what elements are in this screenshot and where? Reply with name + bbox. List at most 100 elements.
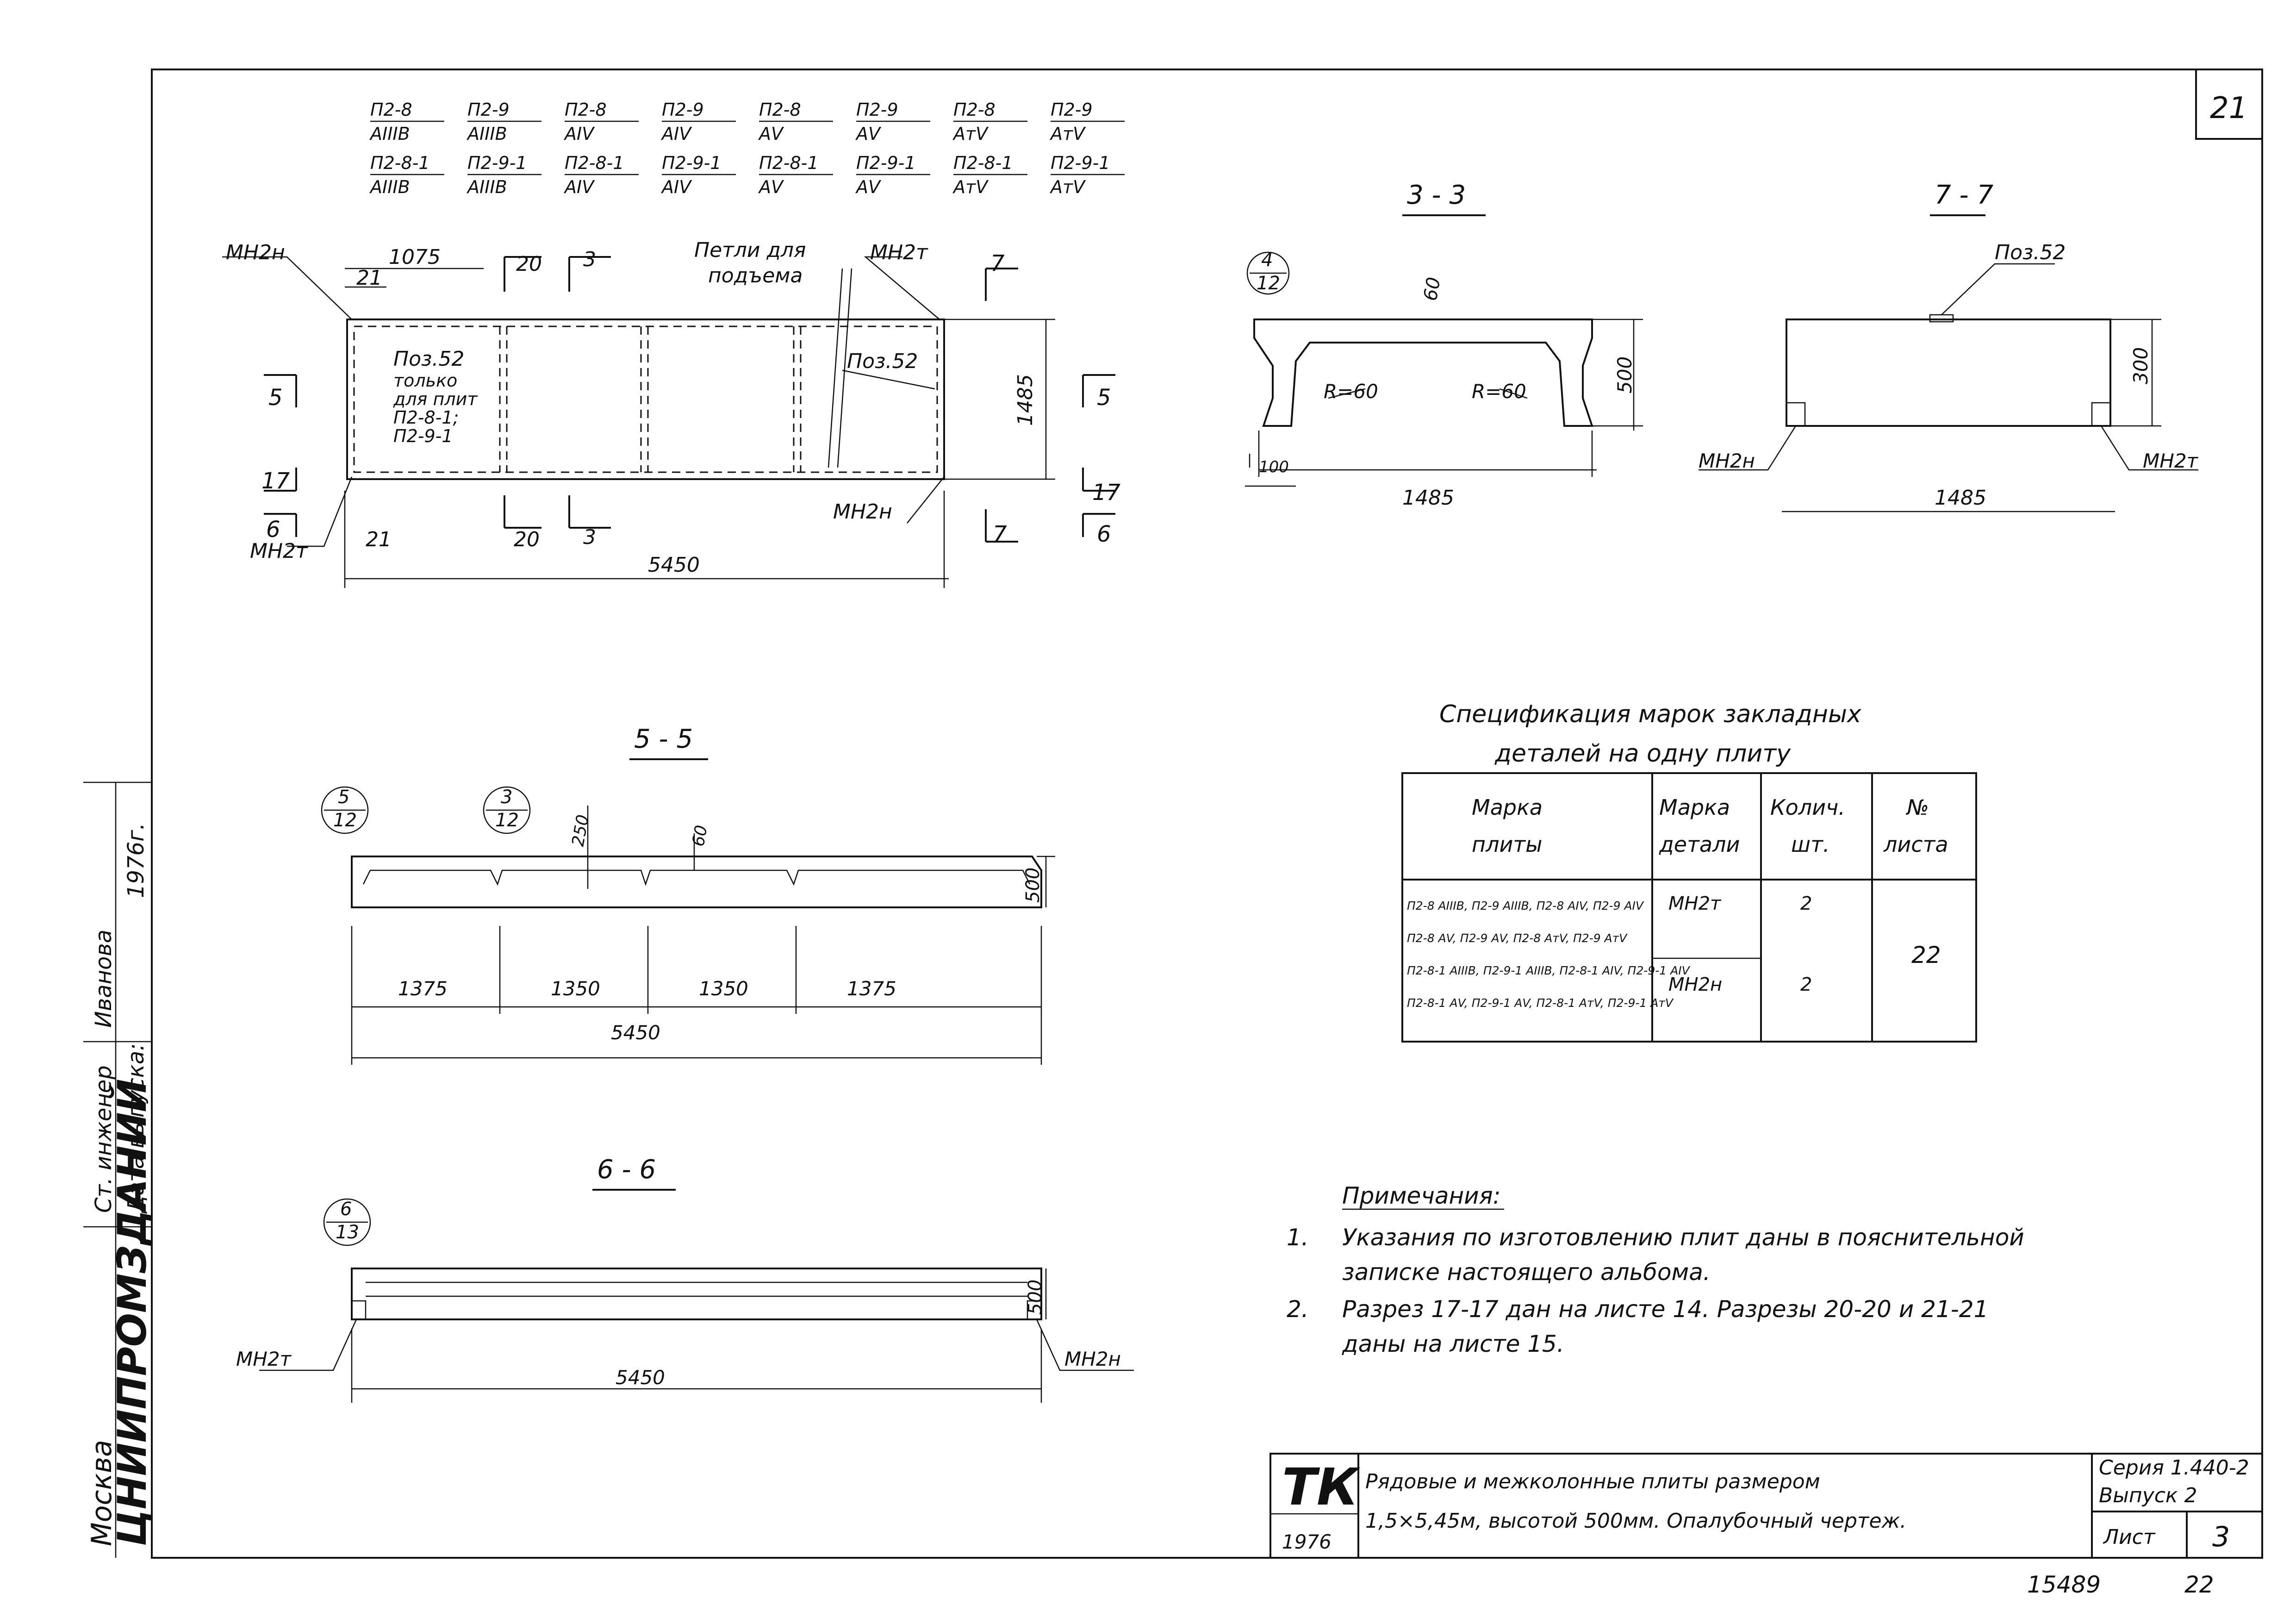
spec-row1-detail: МН2т (1668, 893, 1722, 914)
dim-1485-plan: 1485 (1014, 374, 1037, 426)
header-mark-numerator: П2-9-1 (856, 153, 916, 173)
dim-21-top: 21 (356, 266, 382, 290)
dim-1075: 1075 (389, 245, 441, 269)
spec-h-mark-1: Марка (1472, 795, 1543, 820)
tb-desc-2: 1,5×5,45м, высотой 500мм. Опалубочный че… (1365, 1509, 1906, 1533)
dim-100: 100 (1259, 458, 1289, 476)
header-mark-numerator: П2-8-1 (370, 153, 430, 173)
header-mark-denominator: АV (758, 124, 784, 144)
spec-marks-line-2: П2-8 АV, П2-9 АV, П2-8 АтV, П2-9 АтV (1407, 931, 1628, 945)
spec-h-detail-1: Марка (1659, 795, 1730, 820)
spec-row1-qty: 2 (1800, 893, 1812, 914)
spec-h-qty-1: Колич. (1770, 795, 1845, 820)
spec-sheet: 22 (1911, 942, 1941, 968)
dim-5450-plan: 5450 (648, 553, 700, 577)
section-5-5-title: 5 - 5 (634, 724, 693, 754)
header-mark-numerator: П2-8 (953, 100, 996, 120)
tb-series: Серия 1.440-2 (2099, 1456, 2249, 1480)
ref-12-b: 12 (333, 810, 357, 831)
note-1-line2: записке настоящего альбома. (1342, 1259, 1711, 1286)
archive-number: 15489 (2027, 1571, 2101, 1598)
side-date-label: Дата выпуска: (123, 1043, 149, 1214)
notes: Примечания: 1. Указания по изготовлению … (1287, 1182, 2024, 1357)
dim-span-2: 1350 (551, 977, 600, 1000)
header-mark-numerator: П2-8-1 (759, 153, 819, 173)
dim-60-55: 60 (689, 824, 711, 848)
label-mn2n-77: МН2н (1699, 450, 1755, 472)
header-mark-numerator: П2-9-1 (467, 153, 527, 173)
header-mark-numerator: П2-9-1 (662, 153, 722, 173)
header-mark-denominator: АIIIВ (466, 124, 507, 144)
side-city-visible: Москва (86, 1440, 118, 1546)
section-6-6-title: 6 - 6 (597, 1155, 656, 1185)
section-7-7: 7 - 7 Поз.52 300 1485 МН2н МН2т (1699, 180, 2199, 512)
ref-12-c: 12 (495, 810, 519, 831)
header-mark-numerator: П2-8-1 (953, 153, 1013, 173)
section-6-6: 6 - 6 6 13 500 МН2т МН2н 5450 (236, 1155, 1134, 1403)
header-mark-numerator: П2-8 (565, 100, 607, 120)
dim-500-33: 500 (1613, 356, 1636, 394)
plan-view: МН2н МН2т Петли для подъема Поз.52 тольк… (222, 238, 1121, 588)
tb-sheet-num: 3 (2212, 1521, 2230, 1553)
label-pos52-left-5: П2-9-1 (393, 426, 453, 446)
dim-20-top: 20 (516, 252, 542, 276)
r60-left: R=60 (1324, 380, 1378, 403)
mark-7-bottom: 7 (993, 521, 1007, 547)
title-block: ТК 1976 Рядовые и межколонные плиты разм… (1269, 1453, 2263, 1559)
section-3-3: 3 - 3 4 12 60 R=60 R=60 100 500 1485 (1245, 180, 1643, 510)
ref-5: 5 (338, 787, 349, 808)
header-mark-numerator: П2-8 (759, 100, 801, 120)
mark-6-left: 6 (266, 517, 280, 543)
header-mark-denominator: АтV (952, 124, 989, 144)
corner-box (2195, 69, 2262, 140)
label-pos52-left-3: для плит (393, 389, 478, 409)
header-mark-numerator: П2-9 (856, 100, 898, 120)
header-mark-denominator: АIIIВ (369, 177, 410, 197)
spec-h-sheet-1: № (1905, 795, 1929, 820)
r60-right: R=60 (1472, 380, 1526, 403)
spec-title-1: Спецификация марок закладных (1439, 700, 1862, 728)
label-loops-2: подъема (708, 264, 803, 287)
mark-5-left: 5 (268, 385, 283, 411)
corner-number: 21 (2210, 91, 2247, 125)
label-mn2t-66: МН2т (236, 1348, 292, 1370)
ref-4: 4 (1261, 250, 1273, 271)
tb-issue: Выпуск 2 (2099, 1484, 2197, 1507)
dim-1485-77: 1485 (1935, 486, 1986, 510)
label-mn2t-top: МН2т (870, 241, 928, 264)
note-2-line1: Разрез 17-17 дан на листе 14. Разрезы 20… (1342, 1296, 1988, 1323)
header-mark-denominator: АIV (563, 124, 595, 144)
section-7-7-title: 7 - 7 (1935, 180, 1993, 210)
mark-5-right: 5 (1097, 385, 1111, 411)
note-1-num: 1. (1287, 1224, 1309, 1251)
note-2-line2: даны на листе 15. (1342, 1330, 1564, 1357)
dim-21-bottom: 21 (366, 528, 392, 551)
header-mark-denominator: АтV (952, 177, 989, 197)
label-pos52-77: Поз.52 (1995, 241, 2066, 264)
spec-h-detail-2: детали (1659, 832, 1740, 857)
dim-250: 250 (568, 813, 592, 848)
label-mn2n-bottom: МН2н (833, 500, 892, 524)
spec-title-2: деталей на одну плиту (1494, 740, 1791, 768)
dim-20-bottom: 20 (514, 528, 540, 551)
note-2-num: 2. (1287, 1296, 1309, 1323)
side-eng: Ст. инженер (91, 1065, 117, 1213)
mark-7-top: 7 (990, 250, 1005, 276)
header-mark-numerator: П2-9 (467, 100, 510, 120)
header-mark-numerator: П2-9-1 (1051, 153, 1110, 173)
section-5-5: 5 - 5 5 12 3 12 250 60 500 1375 1350 135… (321, 724, 1055, 1065)
header-mark-denominator: АIV (660, 124, 692, 144)
label-pos52-left-4: П2-8-1; (393, 407, 459, 428)
tb-desc-1: Рядовые и межколонные плиты размером (1365, 1470, 1820, 1493)
spec-marks-line-4: П2-8-1 АV, П2-9-1 АV, П2-8-1 АтV, П2-9-1… (1407, 996, 1674, 1010)
header-mark-denominator: АIV (563, 177, 595, 197)
dim-3-bottom: 3 (583, 525, 596, 549)
dim-5450-55: 5450 (611, 1021, 660, 1044)
tb-sheet-label: Лист (2103, 1525, 2156, 1549)
mark-6-right: 6 (1097, 521, 1111, 547)
tk-logo: ТК (1282, 1457, 1361, 1517)
header-mark-denominator: АтV (1049, 124, 1086, 144)
header-mark-denominator: АтV (1049, 177, 1086, 197)
label-mn2n-66: МН2н (1064, 1348, 1121, 1370)
